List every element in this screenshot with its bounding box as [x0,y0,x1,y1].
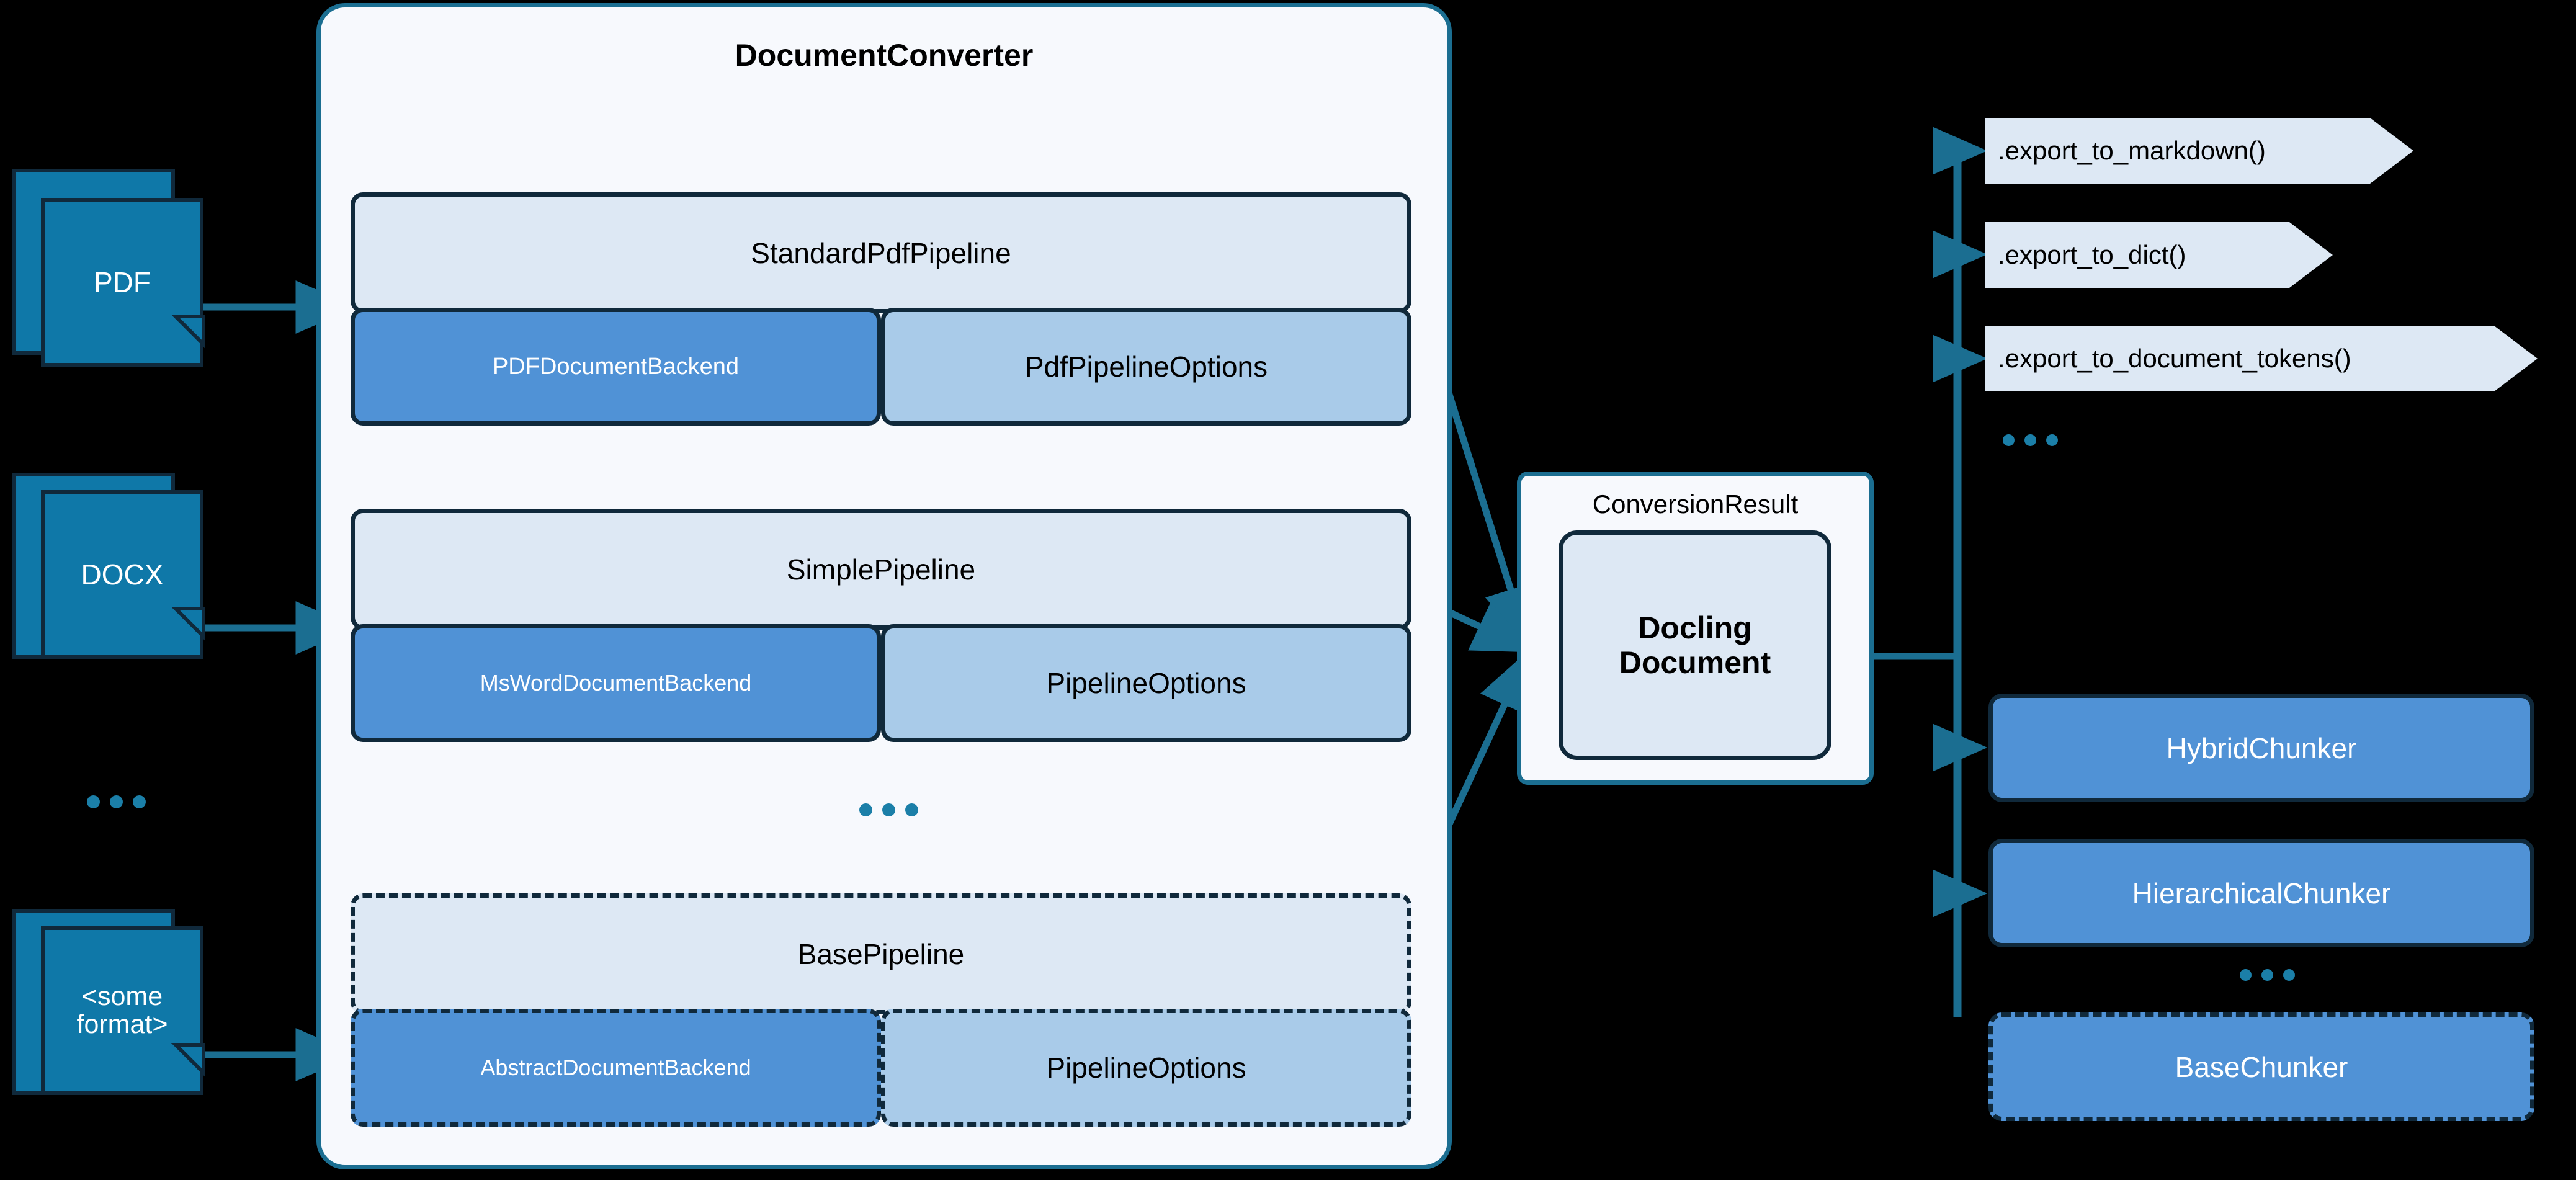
pipeline-header[interactable]: SimplePipeline [351,509,1411,630]
docling-document-label: Docling Document [1619,610,1771,680]
input-doc-pdf[interactable]: PDF [12,169,248,417]
pipeline-header[interactable]: BasePipeline [351,893,1411,1014]
pipelines-ellipsis [859,803,918,816]
doc-fold-icon [171,607,205,641]
export-label: .export_to_markdown() [1998,136,2266,165]
doc-sheet-front: PDF [41,198,203,367]
options-name: PipelineOptions [1046,667,1246,699]
input-doc-label: PDF [94,266,151,298]
page-title: DocumentConverter [735,38,1034,73]
backend-name: PDFDocumentBackend [492,353,740,380]
options-name: PipelineOptions [1046,1052,1246,1084]
options-name: PdfPipelineOptions [1024,351,1268,383]
pipeline-backend[interactable]: AbstractDocumentBackend [351,1009,881,1127]
pipeline-options[interactable]: PipelineOptions [881,624,1411,742]
pipeline-name: StandardPdfPipeline [751,236,1011,269]
pipeline-backend[interactable]: MsWordDocumentBackend [351,624,881,742]
backend-name: AbstractDocumentBackend [480,1055,751,1080]
export-markdown-chevron[interactable]: .export_to_markdown() [1985,118,2413,184]
pipeline-backend[interactable]: PDFDocumentBackend [351,308,881,426]
chunker-hybrid[interactable]: HybridChunker [1988,694,2534,802]
docling-document-box[interactable]: Docling Document [1559,530,1831,760]
doc-fold-icon [171,1043,205,1078]
chunker-label: HierarchicalChunker [2132,877,2391,910]
chunker-label: HybridChunker [2166,731,2357,764]
export-document-tokens-chevron[interactable]: .export_to_document_tokens() [1985,326,2538,391]
chunker-base[interactable]: BaseChunker [1988,1012,2534,1121]
pipeline-name: SimplePipeline [786,553,976,586]
chunker-hierarchical[interactable]: HierarchicalChunker [1988,839,2534,947]
pipeline-options[interactable]: PdfPipelineOptions [881,308,1411,426]
export-label: .export_to_document_tokens() [1998,344,2351,373]
pipeline-options[interactable]: PipelineOptions [881,1009,1411,1127]
inputs-ellipsis [87,795,146,808]
pipeline-base[interactable]: BasePipeline AbstractDocumentBackend Pip… [351,893,1411,1129]
input-doc-label: DOCX [81,558,164,591]
chunker-label: BaseChunker [2175,1050,2348,1083]
pipeline-simple[interactable]: SimplePipeline MsWordDocumentBackend Pip… [351,509,1411,744]
doc-fold-icon [171,315,205,349]
input-doc-label: <some format> [76,981,168,1039]
input-doc-other-format[interactable]: <some format> [12,909,248,1169]
pipeline-name: BasePipeline [797,937,965,970]
chunkers-ellipsis [2240,969,2295,981]
pipeline-standardpdf[interactable]: StandardPdfPipeline PDFDocumentBackend P… [351,192,1411,428]
backend-name: MsWordDocumentBackend [480,670,752,695]
input-doc-docx[interactable]: DOCX [12,473,248,721]
exports-ellipsis [2003,434,2058,446]
pipeline-header[interactable]: StandardPdfPipeline [351,192,1411,313]
export-dict-chevron[interactable]: .export_to_dict() [1985,222,2333,288]
conversion-result-label: ConversionResult [1592,489,1799,519]
export-label: .export_to_dict() [1998,240,2186,269]
doc-sheet-front: DOCX [41,490,203,659]
doc-sheet-front: <some format> [41,926,203,1095]
